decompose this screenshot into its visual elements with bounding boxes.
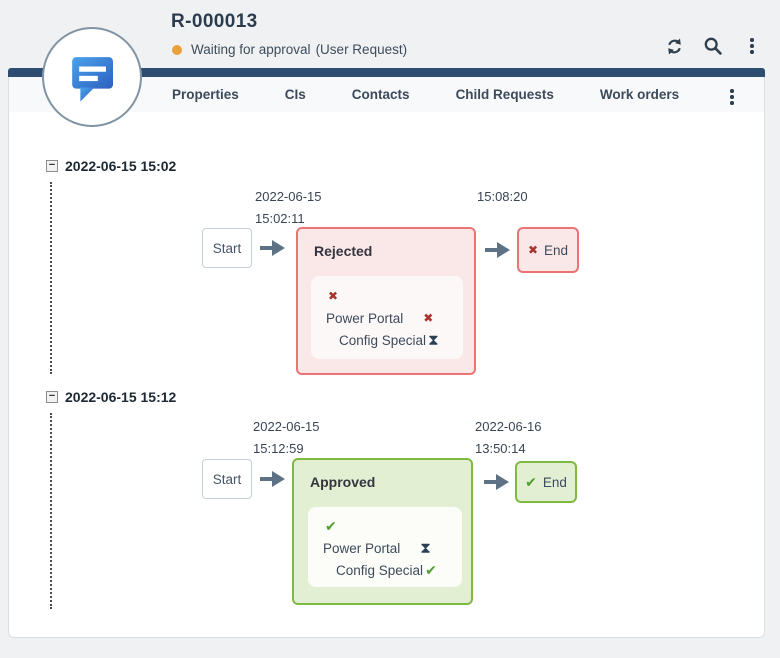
end-timestamp: 15:08:20: [477, 189, 528, 204]
object-class-text: (User Request): [315, 42, 408, 57]
tabs-overflow-menu-icon[interactable]: [722, 87, 742, 107]
cross-icon: ✖: [527, 243, 539, 257]
arrow-right-icon: [484, 474, 509, 490]
tab-work-orders[interactable]: Work orders: [599, 87, 680, 102]
cross-icon: ✖: [423, 311, 434, 325]
start-timestamp: 2022-06-15 15:02:11: [255, 189, 322, 226]
approver-name: Config Special: [339, 332, 427, 348]
step-result-label: Approved: [310, 474, 376, 490]
approver-row: Config Special ✔: [308, 559, 462, 581]
start-node: Start: [202, 228, 252, 268]
check-icon: ✔: [425, 561, 437, 578]
timeline-dotted-line: [50, 182, 52, 374]
kebab-menu-icon[interactable]: [742, 36, 762, 56]
end-timestamp: 2022-06-16 13:50:14: [475, 419, 542, 456]
chat-bubble-icon: [72, 57, 113, 102]
page-title: R-000013: [171, 11, 258, 32]
timeline-section-header[interactable]: − 2022-06-15 15:02: [46, 158, 176, 174]
approver-name: Config Special: [336, 562, 424, 578]
tab-cis[interactable]: CIs: [284, 87, 306, 102]
approver-row: Power Portal ⧗: [308, 537, 462, 559]
tab-child-requests[interactable]: Child Requests: [455, 87, 554, 102]
status-text: Waiting for approval: [191, 42, 311, 57]
start-timestamp: 2022-06-15 15:12:59: [253, 419, 320, 456]
approvers-panel: ✔ Power Portal ⧗ Config Special ✔: [308, 507, 462, 587]
end-node-rejected: ✖ End: [517, 227, 579, 273]
arrow-right-icon: [260, 240, 285, 256]
end-node-approved: ✔ End: [515, 461, 577, 503]
approver-row: ✖: [311, 285, 463, 307]
check-icon: ✔: [525, 473, 537, 490]
approver-row: Power Portal ✖: [311, 307, 463, 329]
object-avatar: [42, 27, 142, 127]
timeline-section-header[interactable]: − 2022-06-15 15:12: [46, 389, 176, 405]
search-icon[interactable]: [703, 36, 723, 56]
check-icon: ✔: [325, 517, 337, 534]
approvers-panel: ✖ Power Portal ✖ Config Special ⧗: [311, 276, 463, 359]
tab-contacts[interactable]: Contacts: [351, 87, 410, 102]
status-line: Waiting for approval (User Request): [172, 42, 407, 57]
approver-name: Power Portal: [323, 540, 401, 556]
start-node: Start: [202, 459, 252, 499]
header-toolbar: [664, 36, 762, 56]
approver-row: Config Special ⧗: [311, 329, 463, 351]
status-dot-icon: [172, 44, 182, 55]
approval-step-rejected: Rejected ✖ Power Portal ✖ Config Special…: [296, 227, 476, 375]
approver-name: Power Portal: [326, 310, 404, 326]
section-title[interactable]: 2022-06-15 15:02: [65, 158, 177, 174]
step-result-label: Rejected: [314, 243, 373, 259]
refresh-icon[interactable]: [664, 36, 684, 56]
collapse-icon[interactable]: −: [46, 160, 58, 172]
approver-row: ✔: [308, 515, 462, 537]
tab-properties[interactable]: Properties: [172, 87, 239, 102]
accent-bar: [8, 68, 765, 77]
arrow-right-icon: [260, 471, 285, 487]
cross-icon: ✖: [328, 289, 339, 303]
collapse-icon[interactable]: −: [46, 391, 58, 403]
hourglass-icon: ⧗: [420, 539, 431, 557]
arrow-right-icon: [485, 242, 510, 258]
hourglass-icon: ⧗: [428, 331, 439, 349]
timeline-dotted-line: [50, 413, 52, 609]
section-title[interactable]: 2022-06-15 15:12: [65, 389, 177, 405]
approval-step-approved: Approved ✔ Power Portal ⧗ Config Special…: [292, 458, 473, 605]
